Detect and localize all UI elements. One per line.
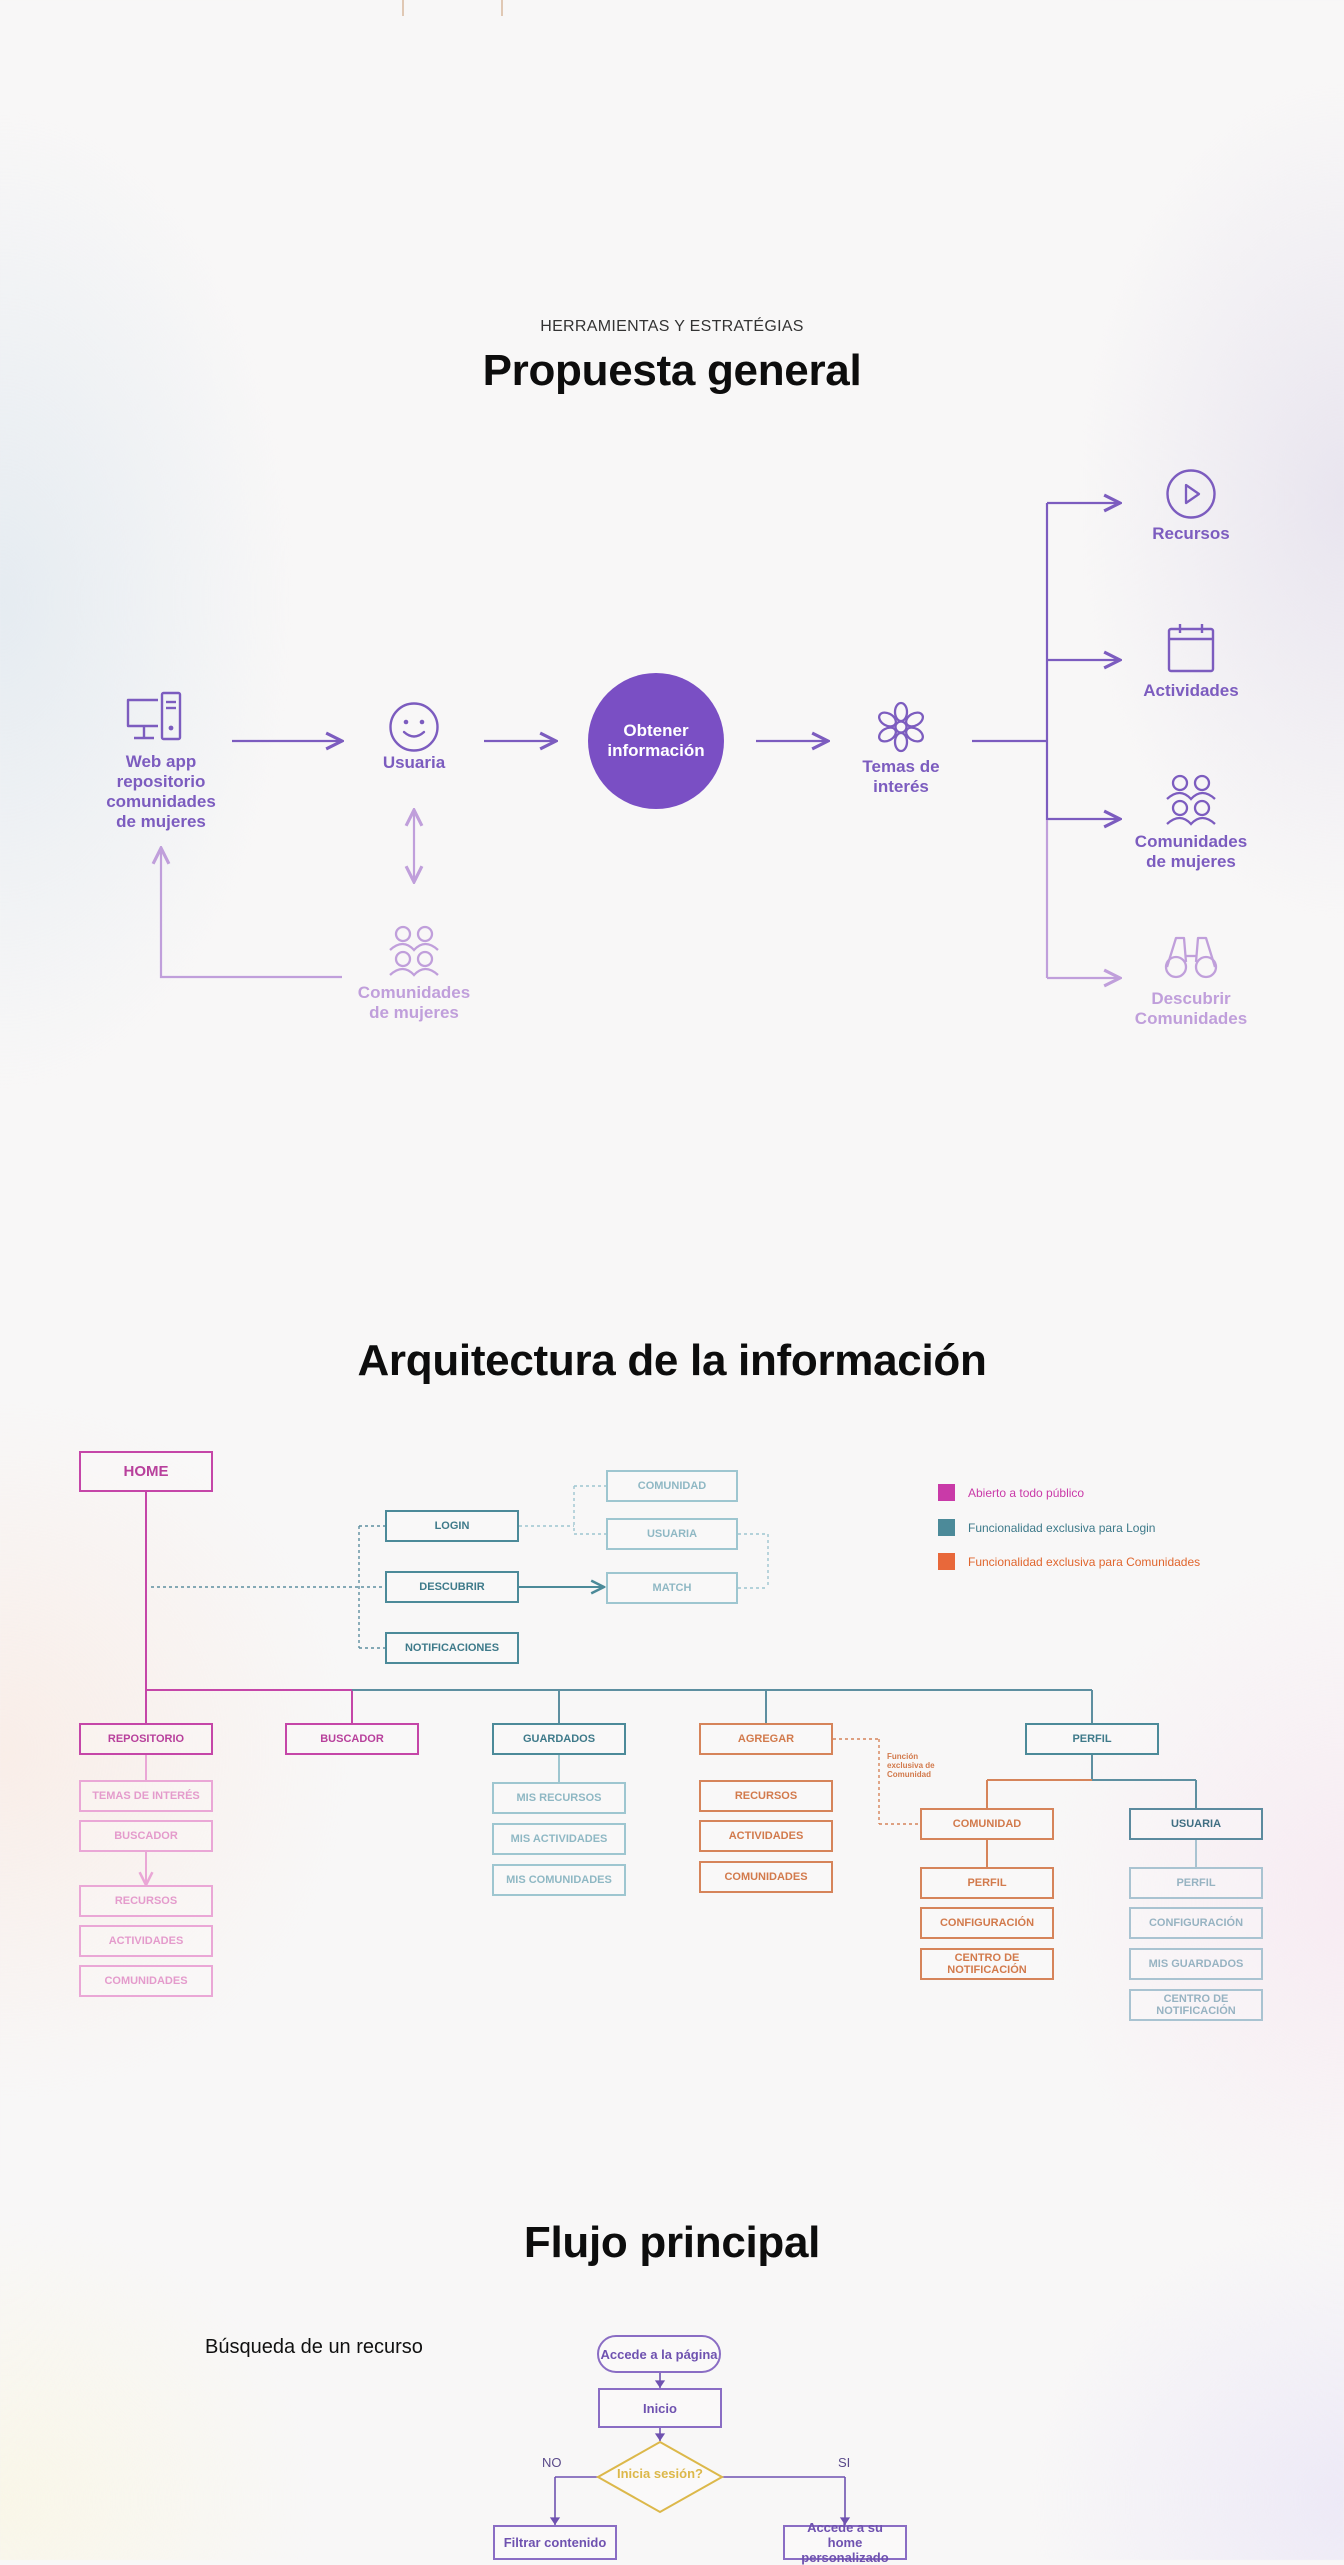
section-eyebrow: HERRAMIENTAS Y ESTRATÉGIAS: [540, 318, 804, 335]
flow-home: Accede a su home personalizado: [783, 2520, 907, 2565]
ia-repo-item: RECURSOS: [79, 1885, 213, 1917]
legend-label: Abierto a todo público: [968, 1485, 1085, 1500]
node-web-app: Web app repositorio comunidades de mujer…: [106, 752, 216, 831]
computer-icon: [126, 691, 182, 741]
ia-usuaria-item: PERFIL: [1129, 1867, 1263, 1899]
ia-usuaria-item: CENTRO DE NOTIFICACIÓN: [1129, 1989, 1263, 2021]
flow-si-label: SI: [838, 2455, 851, 2470]
flow-filtrar: Filtrar contenido: [493, 2525, 617, 2560]
ia-repositorio: REPOSITORIO: [79, 1723, 213, 1755]
legend-swatch: [938, 1553, 955, 1570]
ia-usuaria-top: USUARIA: [606, 1518, 738, 1550]
community-icon: [389, 925, 439, 977]
proposal-title: Propuesta general: [482, 346, 862, 395]
ia-perfil: PERFIL: [1025, 1723, 1159, 1755]
legend-login: Funcionalidad exclusiva para Login: [938, 1519, 1155, 1536]
node-comunidades-right: Comunidades de mujeres: [1134, 832, 1248, 871]
ia-agregar-item: RECURSOS: [699, 1780, 833, 1812]
ia-perfil-usuaria: USUARIA: [1129, 1808, 1263, 1840]
flow-inicio: Inicio: [598, 2388, 722, 2428]
ia-guardados: GUARDADOS: [492, 1723, 626, 1755]
ia-usuaria-item: MIS GUARDADOS: [1129, 1948, 1263, 1980]
legend-label: Funcionalidad exclusiva para Login: [968, 1520, 1156, 1535]
ia-notificaciones: NOTIFICACIONES: [385, 1632, 519, 1664]
legend-comunidades: Funcionalidad exclusiva para Comunidades: [938, 1553, 1200, 1570]
node-temas: Temas de interés: [862, 757, 940, 796]
ia-agregar-item: COMUNIDADES: [699, 1861, 833, 1893]
node-usuaria: Usuaria: [382, 753, 446, 772]
node-obtener-label: Obtener información: [607, 721, 705, 760]
ia-note-label: Función exclusiva de Comunidad: [887, 1752, 935, 1779]
ia-repo-item: ACTIVIDADES: [79, 1925, 213, 1957]
flow-accede: Accede a la página: [597, 2335, 721, 2373]
architecture-title: Arquitectura de la información: [357, 1336, 987, 1385]
ia-descubrir: DESCUBRIR: [385, 1571, 519, 1603]
ia-match: MATCH: [606, 1572, 738, 1604]
binoculars-icon: [1164, 936, 1218, 979]
ia-guardados-item: MIS COMUNIDADES: [492, 1864, 626, 1896]
ia-login: LOGIN: [385, 1510, 519, 1542]
ia-agregar-item: ACTIVIDADES: [699, 1820, 833, 1852]
ia-usuaria-item: CONFIGURACIÓN: [1129, 1907, 1263, 1939]
ia-comunidad-item: CENTRO DE NOTIFICACIÓN: [920, 1948, 1054, 1980]
calendar-icon: [1167, 624, 1215, 673]
legend-label: Funcionalidad exclusiva para Comunidades: [968, 1554, 1201, 1569]
node-comunidades-left: Comunidades de mujeres: [357, 983, 471, 1022]
legend-publico: Abierto a todo público: [938, 1484, 1084, 1501]
flow-title: Flujo principal: [523, 2218, 821, 2267]
ia-buscador: BUSCADOR: [285, 1723, 419, 1755]
architecture-connectors: [0, 1485, 1197, 2100]
flower-icon: [877, 701, 925, 753]
ia-repo-item: TEMAS DE INTERÉS: [79, 1780, 213, 1812]
flow-subtitle: Búsqueda de un recurso: [205, 2336, 423, 2358]
node-obtener-informacion: Obtener información: [588, 673, 724, 809]
top-divider-left: [402, 0, 404, 16]
flow-decision-diamond: [595, 2440, 725, 2514]
proposal-connectors: [0, 0, 1344, 1100]
ia-comunidad-item: PERFIL: [920, 1867, 1054, 1899]
node-actividades: Actividades: [1143, 681, 1239, 700]
ia-comunidad-item: CONFIGURACIÓN: [920, 1907, 1054, 1939]
ia-guardados-item: MIS RECURSOS: [492, 1782, 626, 1814]
ia-guardados-item: MIS ACTIVIDADES: [492, 1823, 626, 1855]
flow-no-label: NO: [542, 2455, 562, 2470]
legend-swatch: [938, 1484, 955, 1501]
ia-repo-item: BUSCADOR: [79, 1820, 213, 1852]
ia-home: HOME: [79, 1451, 213, 1492]
flow-decision-label: Inicia sesión?: [617, 2466, 703, 2481]
community-icon: [1166, 774, 1216, 826]
ia-comunidad-top: COMUNIDAD: [606, 1470, 738, 1502]
top-divider-right: [501, 0, 503, 16]
smile-icon: [389, 702, 439, 752]
legend-swatch: [938, 1519, 955, 1536]
ia-perfil-comunidad: COMUNIDAD: [920, 1808, 1054, 1840]
ia-agregar: AGREGAR: [699, 1723, 833, 1755]
play-icon: [1166, 469, 1216, 519]
node-descubrir: Descubrir Comunidades: [1134, 989, 1248, 1028]
ia-repo-item: COMUNIDADES: [79, 1965, 213, 1997]
node-recursos: Recursos: [1152, 524, 1230, 543]
ia-function-note: Función exclusiva de Comunidad: [887, 1752, 939, 1779]
